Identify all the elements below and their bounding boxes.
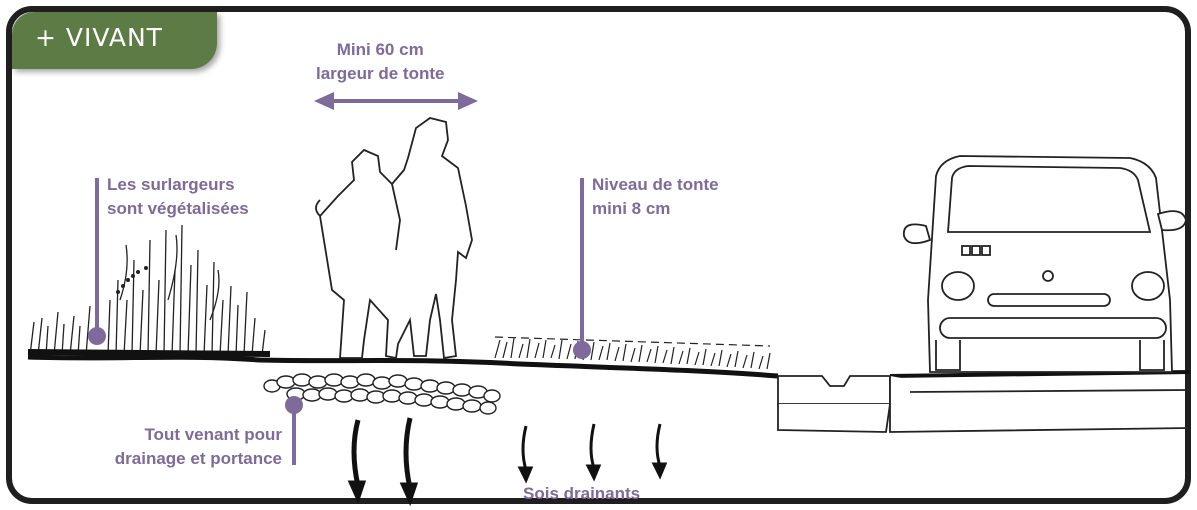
- drainage-arrows: [347, 417, 668, 507]
- ground-shade: [27, 349, 271, 357]
- category-tab: + VIVANT: [12, 12, 217, 69]
- tall-grass: [29, 224, 266, 356]
- mowing-width-line-2: largeur de tonte: [316, 64, 445, 83]
- gravel-line-2: drainage et portance: [114, 449, 282, 468]
- tab-label: + VIVANT: [35, 23, 163, 52]
- annotation-markers: [88, 92, 591, 465]
- mowing-level-label: Niveau de tonte mini 8 cm: [592, 173, 719, 221]
- vegetated-label: Les surlargeurs sont végétalisées: [107, 173, 249, 221]
- mowing-level-line-1: Niveau de tonte: [592, 175, 719, 194]
- gravel-stones: [263, 373, 501, 415]
- ground-line: [27, 354, 779, 379]
- gravel-label: Tout venant pour drainage et portance: [60, 423, 282, 471]
- draining-soils-label: Sois drainants: [523, 484, 641, 503]
- mowing-width-label: Mini 60 cm largeur de tonte: [316, 38, 444, 86]
- vegetated-line-2: sont végétalisées: [107, 199, 249, 218]
- car: [903, 155, 1187, 373]
- mowing-width-line-1: Mini 60 cm: [336, 40, 424, 59]
- curb-blocks: [777, 375, 1191, 433]
- vegetated-line-1: Les surlargeurs: [107, 175, 235, 194]
- gravel-line-1: Tout venant pour: [144, 425, 282, 444]
- grass-seed-dots: [116, 266, 148, 294]
- mowing-level-line-2: mini 8 cm: [592, 199, 671, 218]
- walking-people: [315, 117, 473, 360]
